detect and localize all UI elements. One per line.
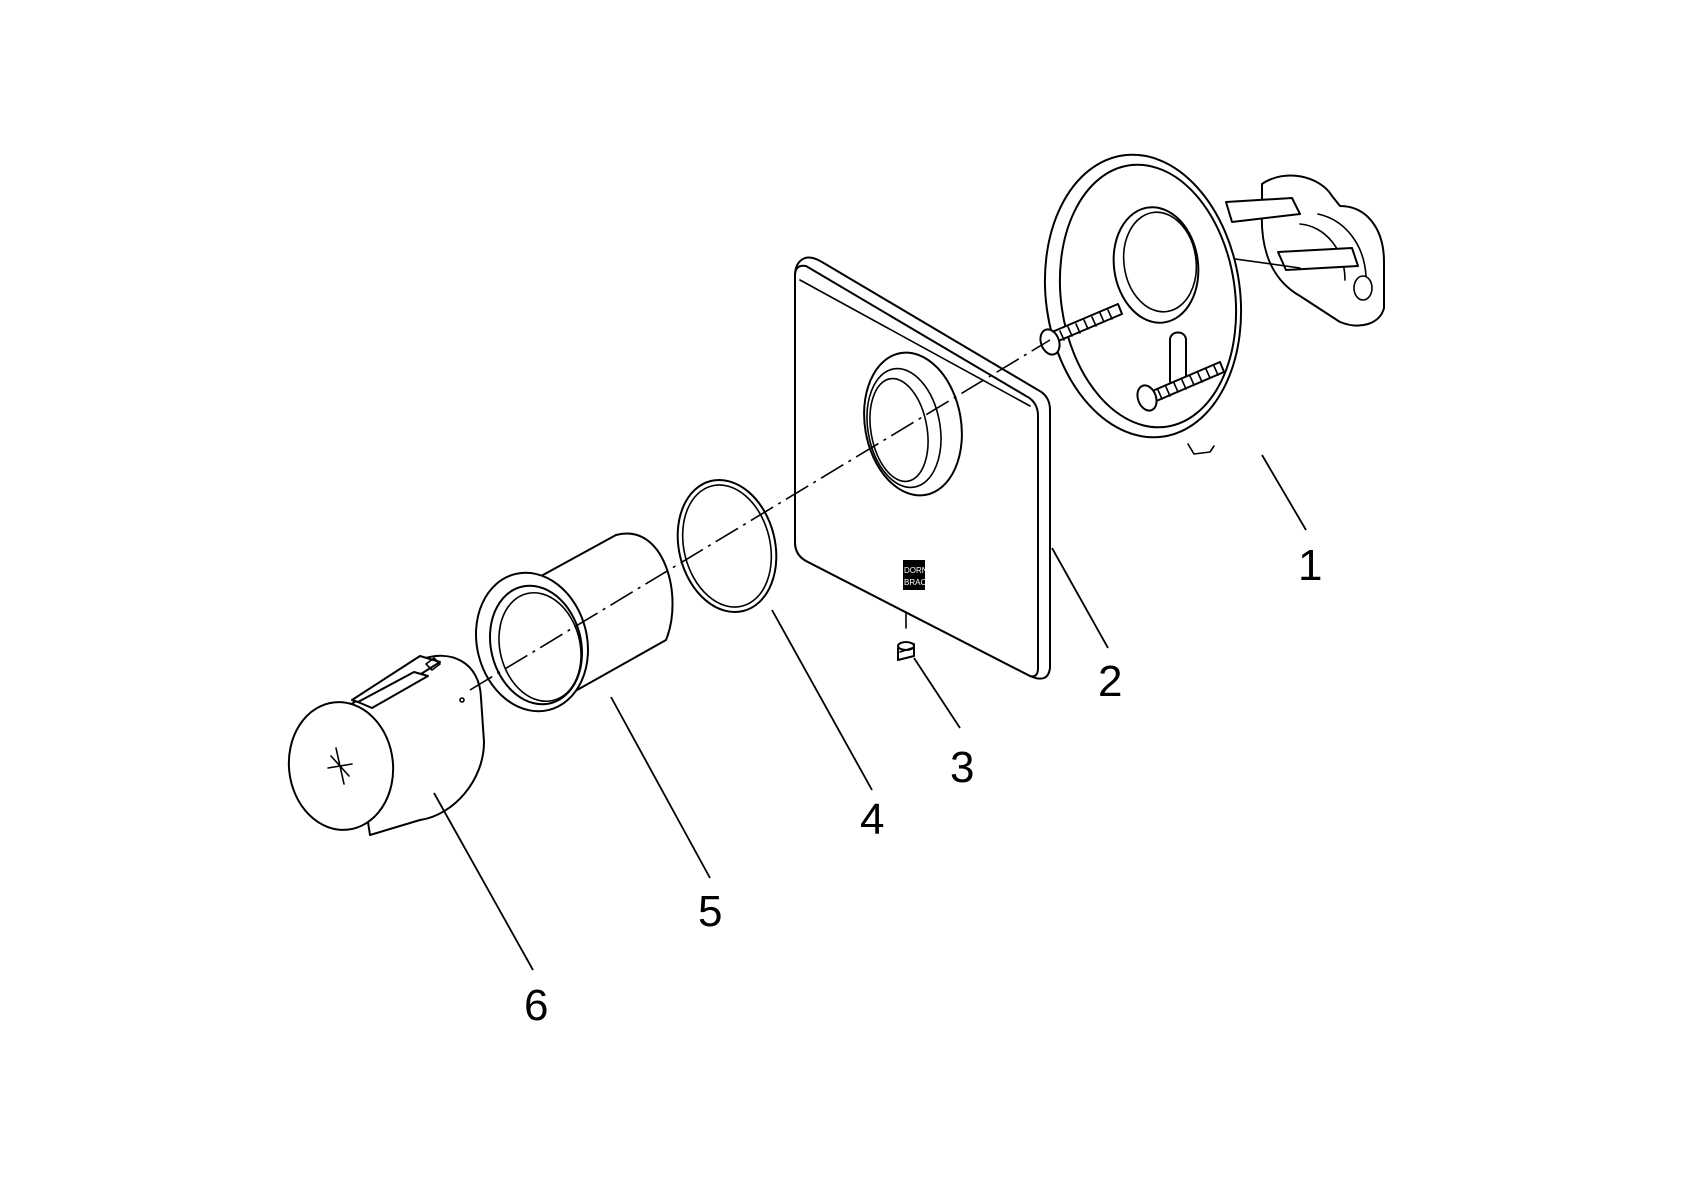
- callout-3: 3: [950, 743, 974, 792]
- callout-6: 6: [524, 981, 548, 1030]
- part-2-cover-plate: DORN BRACHT: [794, 256, 1051, 680]
- callout-2: 2: [1098, 657, 1122, 706]
- part-6-handle: [287, 654, 485, 836]
- part-3-set-screw: [897, 641, 915, 661]
- logo-text-bottom: BRACHT: [904, 578, 937, 587]
- leader-lines: [433, 454, 1307, 971]
- callout-labels: 1 2 3 4 5 6: [524, 541, 1322, 1030]
- assembly-axis: [469, 339, 1051, 691]
- part-1-mounting-flange: [1039, 153, 1385, 455]
- leader-1: [1261, 454, 1307, 531]
- leader-5: [610, 696, 711, 879]
- logo-mark: DORN BRACHT: [903, 560, 937, 590]
- callout-5: 5: [698, 887, 722, 936]
- callout-4: 4: [860, 795, 884, 844]
- leader-2: [1051, 547, 1109, 649]
- leader-3: [913, 657, 961, 729]
- leader-4: [771, 609, 873, 791]
- leader-6: [433, 792, 534, 971]
- part-4-o-ring: [676, 478, 778, 614]
- logo-text-top: DORN: [904, 566, 928, 575]
- part-5-sleeve: [475, 532, 674, 713]
- callout-1: 1: [1298, 541, 1322, 590]
